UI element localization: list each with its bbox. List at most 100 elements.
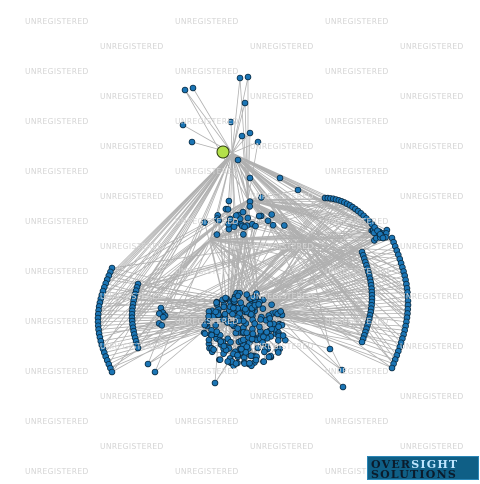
graph-node — [269, 212, 275, 218]
watermark-text: UNREGISTERED — [25, 267, 89, 276]
graph-node — [250, 331, 256, 337]
graph-node — [258, 317, 264, 323]
watermark-text: UNREGISTERED — [400, 242, 464, 251]
graph-node — [235, 352, 241, 358]
graph-node — [225, 359, 231, 365]
logo-word-solutions: SOLUTIONS — [371, 468, 457, 481]
graph-node — [389, 365, 395, 371]
graph-node — [228, 339, 234, 345]
graph-node — [214, 232, 220, 238]
watermark-text: UNREGISTERED — [325, 67, 389, 76]
graph-node — [190, 85, 196, 91]
graph-node — [212, 380, 218, 386]
watermark-text: UNREGISTERED — [25, 117, 89, 126]
graph-node — [221, 343, 227, 349]
watermark-text: UNREGISTERED — [175, 267, 239, 276]
graph-node — [278, 309, 284, 315]
watermark-text: UNREGISTERED — [175, 417, 239, 426]
watermark-text: UNREGISTERED — [325, 217, 389, 226]
graph-node — [267, 321, 273, 327]
graph-node — [277, 175, 283, 181]
watermark-text: UNREGISTERED — [325, 267, 389, 276]
graph-node — [221, 304, 227, 310]
graph-node — [245, 215, 251, 221]
graph-node — [245, 74, 251, 80]
watermark-text: UNREGISTERED — [400, 192, 464, 201]
graph-node — [359, 339, 365, 345]
watermark-text: UNREGISTERED — [25, 467, 89, 476]
focus-node — [217, 146, 229, 158]
watermark-text: UNREGISTERED — [250, 42, 314, 51]
watermark-text: UNREGISTERED — [400, 392, 464, 401]
graph-node — [247, 175, 253, 181]
graph-node — [269, 302, 275, 308]
watermark-text: UNREGISTERED — [100, 292, 164, 301]
watermark-text: UNREGISTERED — [325, 367, 389, 376]
watermark-text: UNREGISTERED — [250, 142, 314, 151]
graph-node — [327, 346, 333, 352]
graph-node — [243, 306, 249, 312]
watermark-text: UNREGISTERED — [25, 17, 89, 26]
graph-node — [213, 309, 219, 315]
graph-node — [202, 331, 208, 337]
watermark-text: UNREGISTERED — [400, 92, 464, 101]
graph-node — [247, 360, 253, 366]
graph-node — [214, 329, 220, 335]
watermark-text: UNREGISTERED — [250, 292, 314, 301]
graph-node — [261, 334, 267, 340]
watermark-text: UNREGISTERED — [175, 167, 239, 176]
watermark-text: UNREGISTERED — [100, 242, 164, 251]
graph-node — [380, 235, 386, 241]
watermark-text: UNREGISTERED — [325, 317, 389, 326]
graph-node — [189, 139, 195, 145]
graph-node — [244, 344, 250, 350]
graph-node — [160, 314, 166, 320]
graph-node — [265, 218, 271, 224]
graph-node — [256, 213, 262, 219]
graph-node — [242, 100, 248, 106]
graph-node — [217, 357, 223, 363]
watermark-text: UNREGISTERED — [175, 217, 239, 226]
watermark-text: UNREGISTERED — [175, 317, 239, 326]
watermark-text: UNREGISTERED — [325, 167, 389, 176]
oversight-solutions-logo: OVERSIGHT SOLUTIONS — [367, 456, 479, 480]
watermark-text: UNREGISTERED — [175, 117, 239, 126]
watermark-text: UNREGISTERED — [325, 417, 389, 426]
graph-node — [211, 347, 217, 353]
watermark-text: UNREGISTERED — [400, 442, 464, 451]
graph-edge — [231, 122, 232, 153]
watermark-text: UNREGISTERED — [250, 92, 314, 101]
watermark-text: UNREGISTERED — [175, 467, 239, 476]
graph-node — [267, 316, 273, 322]
watermark-text: UNREGISTERED — [400, 342, 464, 351]
graph-node — [340, 384, 346, 390]
graph-node — [257, 324, 263, 330]
watermark-text: UNREGISTERED — [325, 17, 389, 26]
graph-node — [235, 326, 241, 332]
watermark-text: UNREGISTERED — [25, 417, 89, 426]
graph-node — [281, 223, 287, 229]
graph-node — [248, 353, 254, 359]
graph-node — [248, 312, 254, 318]
graph-node — [244, 292, 250, 298]
watermark-text: UNREGISTERED — [25, 367, 89, 376]
watermark-text: UNREGISTERED — [100, 92, 164, 101]
graph-node — [214, 300, 220, 306]
watermark-text: UNREGISTERED — [250, 392, 314, 401]
graph-node — [209, 332, 215, 338]
graph-node — [247, 204, 253, 210]
watermark-text: UNREGISTERED — [250, 442, 314, 451]
graph-node — [266, 354, 272, 360]
watermark-text: UNREGISTERED — [400, 42, 464, 51]
watermark-text: UNREGISTERED — [175, 367, 239, 376]
graph-node — [233, 361, 239, 367]
watermark-text: UNREGISTERED — [25, 217, 89, 226]
watermark-text: UNREGISTERED — [400, 142, 464, 151]
graph-node — [152, 369, 158, 375]
graph-node — [261, 359, 267, 365]
watermark-text: UNREGISTERED — [100, 192, 164, 201]
graph-node — [253, 357, 259, 363]
graph-node — [225, 206, 231, 212]
watermark-text: UNREGISTERED — [100, 342, 164, 351]
graph-node — [240, 232, 246, 238]
